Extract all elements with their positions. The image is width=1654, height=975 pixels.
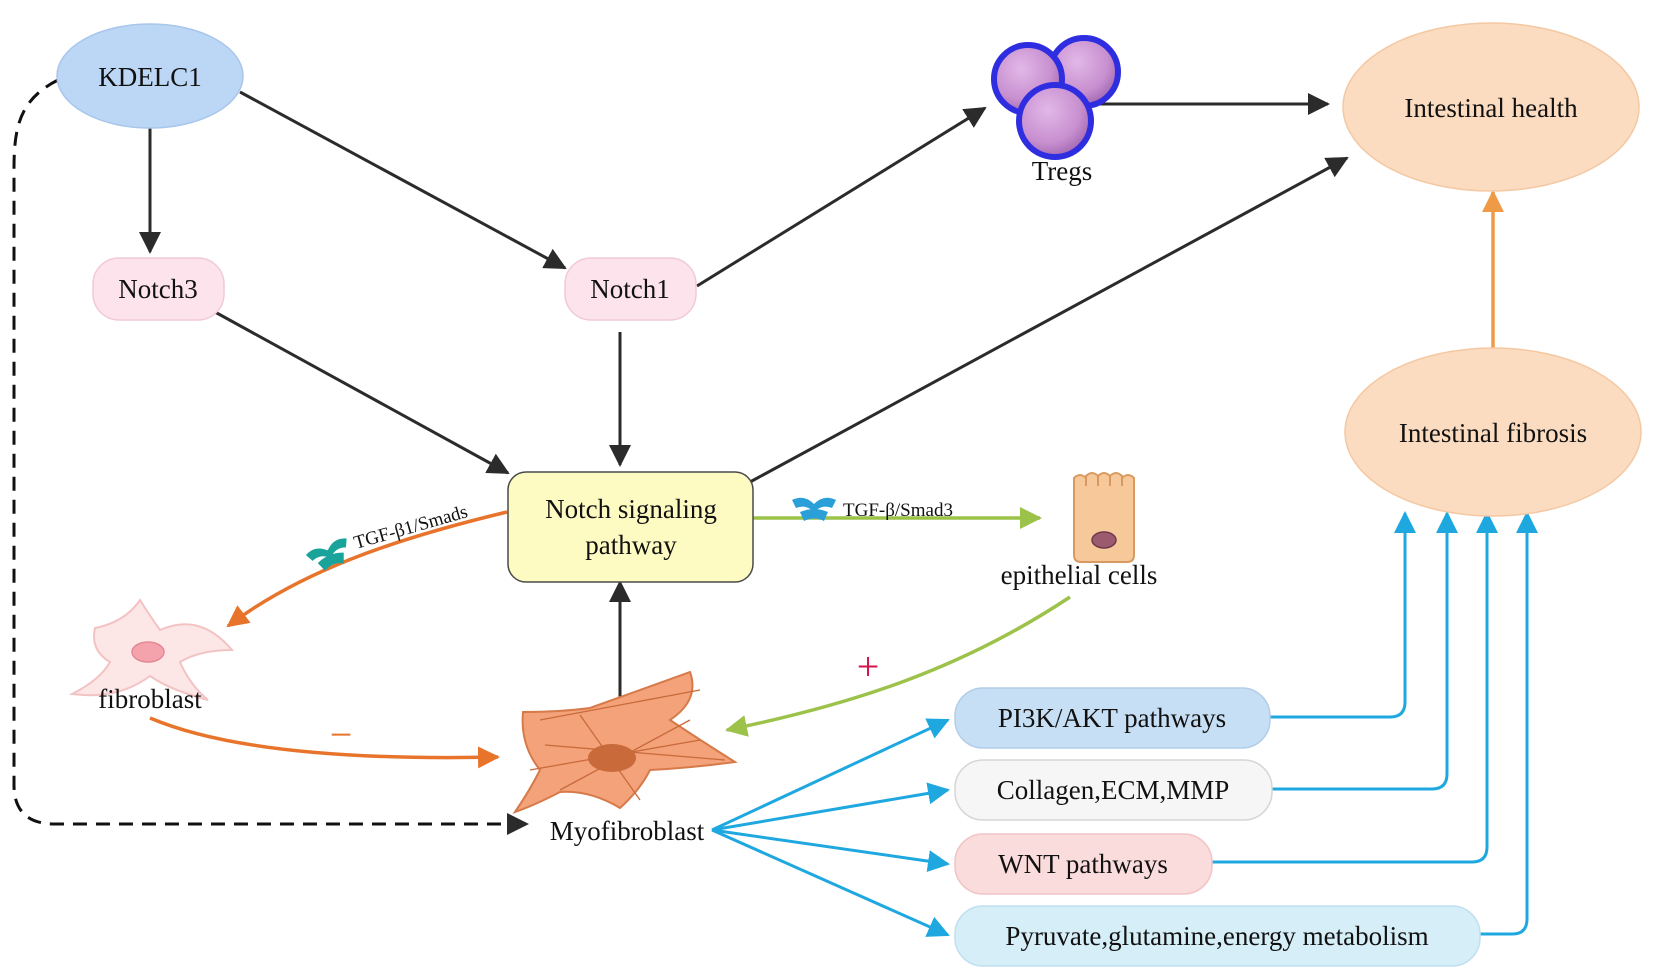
treg-cells-icon [991, 35, 1121, 160]
node-notch1: Notch1 [564, 257, 697, 321]
pi3k-label: PI3K/AKT pathways [998, 703, 1226, 733]
edge-kdelc1-notch1 [239, 90, 567, 270]
myofibroblast-label: Myofibroblast [550, 816, 705, 846]
edge-notch3-pathway [214, 310, 510, 475]
notch-pathway-label-line1: Notch signaling [545, 494, 717, 524]
wnt-label: WNT pathways [998, 849, 1168, 879]
notch1-label: Notch1 [590, 274, 669, 304]
edge-kdelc1-myofibroblast-dashed [12, 78, 529, 835]
edge-pathway-health [749, 156, 1349, 484]
node-wnt-pathways: WNT pathways [954, 833, 1213, 895]
tgf-b-smad3-label: TGF-β/Smad3 [843, 500, 953, 521]
fibroblast-cell-icon [68, 598, 235, 701]
fibroblast-label: fibroblast [98, 684, 202, 714]
intestinal-fibrosis-label: Intestinal fibrosis [1399, 418, 1587, 448]
edge-wnt-fibrosis [1212, 511, 1498, 864]
node-pi3k-akt: PI3K/AKT pathways [954, 687, 1271, 749]
notch3-label: Notch3 [118, 274, 197, 304]
edge-epithelial-myofibroblast [725, 595, 1071, 737]
node-collagen-ecm-mmp: Collagen,ECM,MMP [954, 759, 1273, 821]
plus-sign: + [857, 644, 880, 689]
notch-pathway-label-line2: pathway [585, 530, 677, 560]
edge-fibroblast-myofibroblast [149, 716, 500, 769]
tgf-receptor-icon [792, 497, 836, 521]
node-intestinal-health: Intestinal health [1342, 22, 1640, 192]
collagen-label: Collagen,ECM,MMP [997, 775, 1230, 805]
myofibroblast-cell-icon [512, 670, 738, 814]
edge-myofibroblast-metabolism [711, 828, 950, 937]
minus-sign: − [330, 712, 353, 757]
edge-metabolism-fibrosis [1480, 511, 1538, 936]
edge-myofibroblast-pi3k [711, 718, 950, 832]
edge-pathway-fibroblast [226, 510, 508, 628]
intestinal-health-label: Intestinal health [1404, 93, 1578, 123]
epithelial-cells-label: epithelial cells [1001, 560, 1158, 590]
epithelial-cell-icon [1073, 472, 1135, 563]
tgf-receptor-icon [305, 538, 347, 571]
edge-pi3k-fibrosis [1270, 511, 1416, 719]
edge-myofibroblast-wnt [711, 828, 950, 873]
node-energy-metabolism: Pyruvate,glutamine,energy metabolism [954, 905, 1481, 967]
edges [12, 78, 1538, 937]
tregs-label: Tregs [1032, 156, 1093, 186]
node-intestinal-fibrosis: Intestinal fibrosis [1344, 347, 1642, 517]
edge-collagen-fibrosis [1272, 511, 1458, 791]
edge-notch1-tregs [696, 106, 987, 288]
node-notch3: Notch3 [92, 257, 225, 321]
kdelc1-label: KDELC1 [98, 62, 202, 92]
node-notch-signaling-pathway: Notch signaling pathway [507, 471, 754, 583]
edge-myofibroblast-collagen [711, 782, 950, 832]
metabolism-label: Pyruvate,glutamine,energy metabolism [1005, 921, 1428, 951]
node-kdelc1: KDELC1 [56, 23, 244, 129]
